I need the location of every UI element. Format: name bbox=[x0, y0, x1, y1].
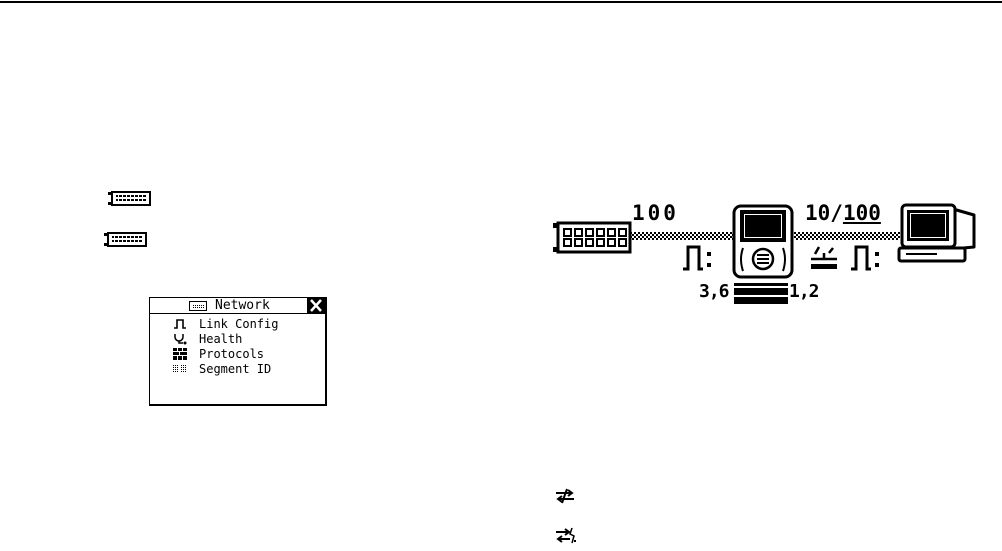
right-link-speed-active: 100 bbox=[843, 201, 881, 225]
right-link-speed: 10/100 bbox=[805, 203, 881, 224]
link-mismatch-icon bbox=[555, 488, 575, 504]
hub-icon bbox=[552, 221, 632, 254]
connector-icon bbox=[808, 244, 840, 272]
pair-label-right: 1,2 bbox=[789, 283, 819, 301]
left-cable bbox=[630, 232, 734, 240]
right-link-speed-prefix: 10/ bbox=[805, 201, 843, 225]
link-fault-icon bbox=[555, 527, 577, 545]
pair-label-left: 3,6 bbox=[699, 283, 729, 301]
right-cable bbox=[794, 232, 900, 240]
tester-icon bbox=[732, 204, 795, 279]
computer-icon bbox=[897, 203, 977, 263]
pulse-icon bbox=[850, 244, 882, 272]
pulse-icon bbox=[682, 244, 714, 272]
left-link-speed: 100 bbox=[632, 203, 679, 224]
cable-pairs-icon bbox=[734, 283, 788, 304]
